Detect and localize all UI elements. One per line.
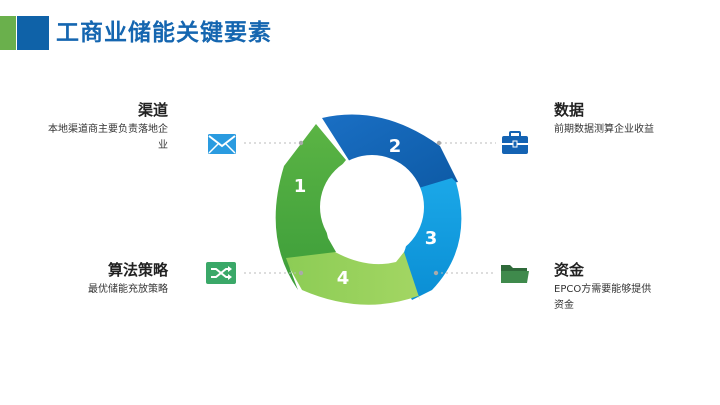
algorithm-title: 算法策略 (107, 261, 168, 279)
folder-icon (501, 265, 529, 283)
capital-title: 资金 (554, 261, 585, 279)
algorithm-desc: 最优储能充放策略 (88, 284, 168, 295)
data-desc: 前期数据测算企业收益 (554, 124, 654, 135)
capital-desc: EPCO方需要能够提供资金 (554, 284, 652, 311)
corner-accent-blue (17, 16, 49, 50)
cycle-label-3: 3 (425, 228, 438, 249)
corner-accent-green (0, 16, 16, 50)
cycle-segment-4 (284, 248, 420, 305)
shuffle-icon (206, 262, 236, 284)
briefcase-icon (502, 131, 528, 154)
channel-title: 渠道 (137, 101, 168, 119)
channel-desc: 本地渠道商主要负责落地企业 (48, 124, 168, 151)
cycle-segment-2 (322, 114, 458, 190)
connector-lines (244, 142, 496, 274)
data-title: 数据 (554, 101, 585, 119)
cycle-segment-1 (275, 124, 346, 290)
cycle-label-2: 2 (389, 136, 402, 157)
cycle-label-1: 1 (294, 176, 307, 197)
envelope-icon (208, 134, 236, 154)
cycle-label-4: 4 (337, 268, 350, 289)
page-title: 工商业储能关键要素 (56, 20, 272, 46)
